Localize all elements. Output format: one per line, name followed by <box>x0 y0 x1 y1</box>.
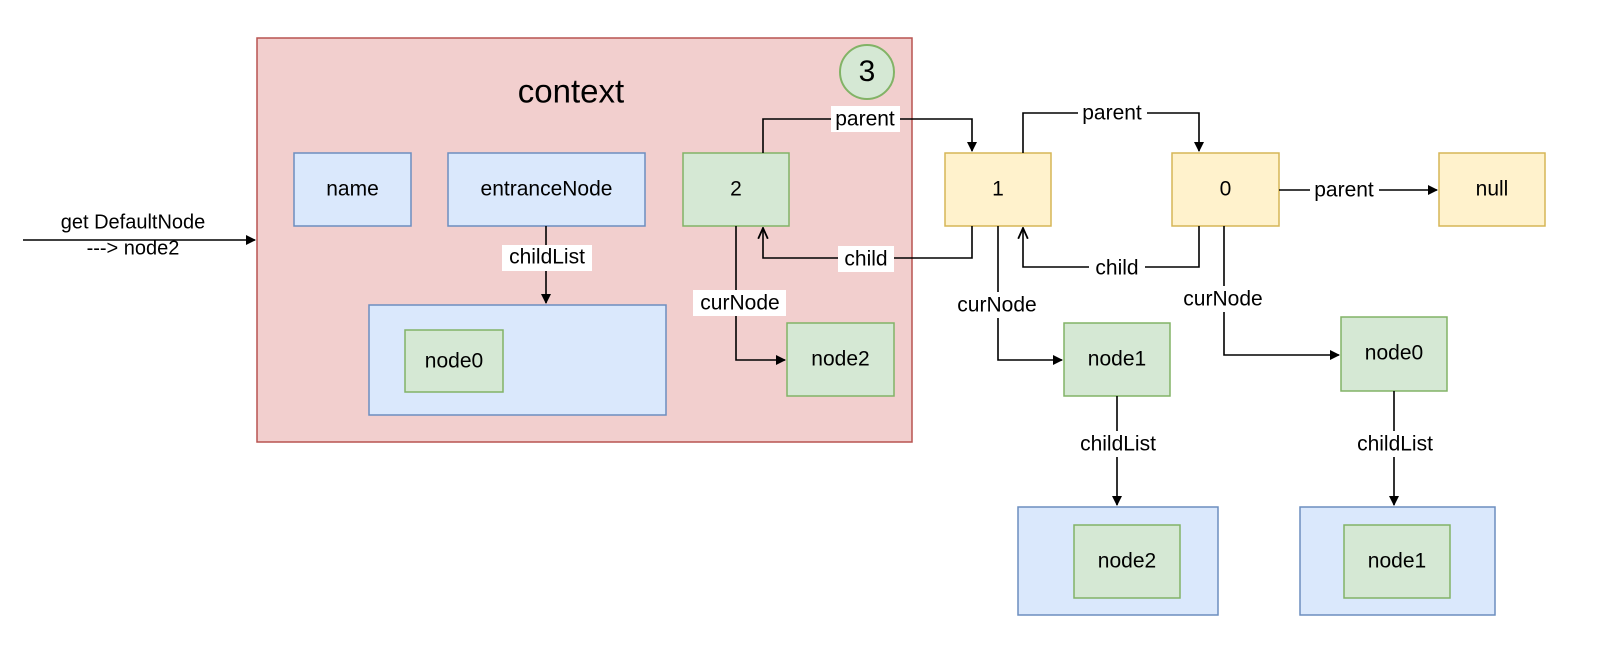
name-box-label: name <box>326 178 379 201</box>
ctx-node2-label: node2 <box>811 348 869 371</box>
entry-label-line1: get DefaultNode <box>61 211 206 233</box>
node0-childlist-node1-label: node1 <box>1368 550 1426 573</box>
entrance-child-node0-label: node0 <box>425 350 483 373</box>
node-0-box <box>1171 152 1280 227</box>
entry-label-line2: ---> node2 <box>87 237 180 259</box>
curnode-edge-2 <box>735 226 786 365</box>
parent-label-2-to-1: parent <box>835 108 895 131</box>
node-0-label: 0 <box>1220 178 1232 201</box>
entrance-childlist-label: childList <box>509 246 585 269</box>
step-badge-circle <box>839 44 895 100</box>
curnode-label-2: curNode <box>700 292 779 315</box>
curnode-edge-0 <box>1223 226 1340 360</box>
parent-label-1-to-0: parent <box>1082 102 1142 125</box>
node0-box-label: node0 <box>1365 342 1423 365</box>
curnode-label-0: curNode <box>1183 288 1262 311</box>
child-label-0-to-1: child <box>1095 257 1138 280</box>
parent-label-0-to-null: parent <box>1314 179 1374 202</box>
child-label-1-to-2: child <box>844 248 887 271</box>
node-1-label: 1 <box>992 178 1004 201</box>
node1-childlist-node2-label: node2 <box>1098 550 1156 573</box>
childlist-label-node0: childList <box>1357 433 1433 456</box>
node1-childlist-node2-box <box>1073 524 1181 599</box>
ctx-node-2-box <box>682 152 790 227</box>
entrance-node-box <box>447 152 646 227</box>
name-box <box>293 152 412 227</box>
entrance-child-node0-box <box>404 329 504 393</box>
null-node-box <box>1438 152 1546 227</box>
node1-box-label: node1 <box>1088 348 1146 371</box>
entrance-node-label: entranceNode <box>481 178 613 201</box>
null-node-label: null <box>1476 178 1509 201</box>
node0-childlist-node1-box <box>1343 524 1451 599</box>
step-badge-number: 3 <box>859 55 876 88</box>
curnode-label-1: curNode <box>957 294 1036 317</box>
childlist-label-node1: childList <box>1080 433 1156 456</box>
node-1-box <box>944 152 1052 227</box>
ctx-node-2-label: 2 <box>730 178 742 201</box>
ctx-node2-box <box>786 322 895 397</box>
curnode-edge-1 <box>997 226 1063 365</box>
context-title: context <box>518 73 624 110</box>
